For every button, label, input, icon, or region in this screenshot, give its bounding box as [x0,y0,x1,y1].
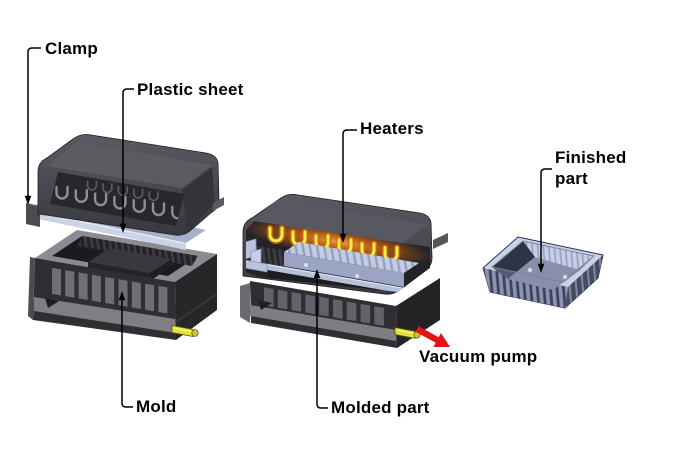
hood-bracket [433,233,448,249]
vacuum-pump-label: Vacuum pump [419,347,538,366]
heaters-leader-line [342,129,357,234]
finished-part-leader-line [540,168,552,264]
vacuum-nozzle [394,327,421,339]
stage3-finished-part-tray [482,236,604,309]
mold-base [28,230,218,340]
heaters-arrowhead [339,233,347,243]
tray-front-right-wall [565,255,603,308]
cutaway-interior [246,221,430,292]
finished-part-arrowhead [537,263,545,273]
hood-opening [50,172,184,226]
machine-base [240,278,440,348]
vacuum-flow-arrow [415,326,450,347]
callout-leaders [27,47,552,409]
mold-label: Mold [136,397,177,416]
clamp-label: Clamp [45,39,98,58]
mold-leader-line [121,300,133,408]
cut-section-edges [246,238,268,273]
hood [37,134,224,236]
heaters-label: Heaters [360,119,424,138]
stage1-clamped-sheet-machine [25,134,224,340]
molded-part-arrowhead [313,269,321,279]
hood-bracket [213,197,224,211]
vacuum-nozzle [171,325,199,337]
molded-part-leader-line [316,278,328,409]
molded-part-label: Molded part [331,398,430,417]
plastic-sheet-label: Plastic sheet [137,80,244,99]
tray-front-left-wall [483,268,568,308]
plastic-sheet-arrowhead [119,223,127,233]
clamp-arrowhead [24,195,32,205]
mold-arrowhead [118,291,126,301]
clamp-leader-line [27,47,41,196]
finished-part-label: Finished part [555,148,627,188]
plastic-sheet-leader-line [122,88,134,224]
callout-arrowheads [24,195,545,301]
stage2-forming-machine [240,194,448,348]
